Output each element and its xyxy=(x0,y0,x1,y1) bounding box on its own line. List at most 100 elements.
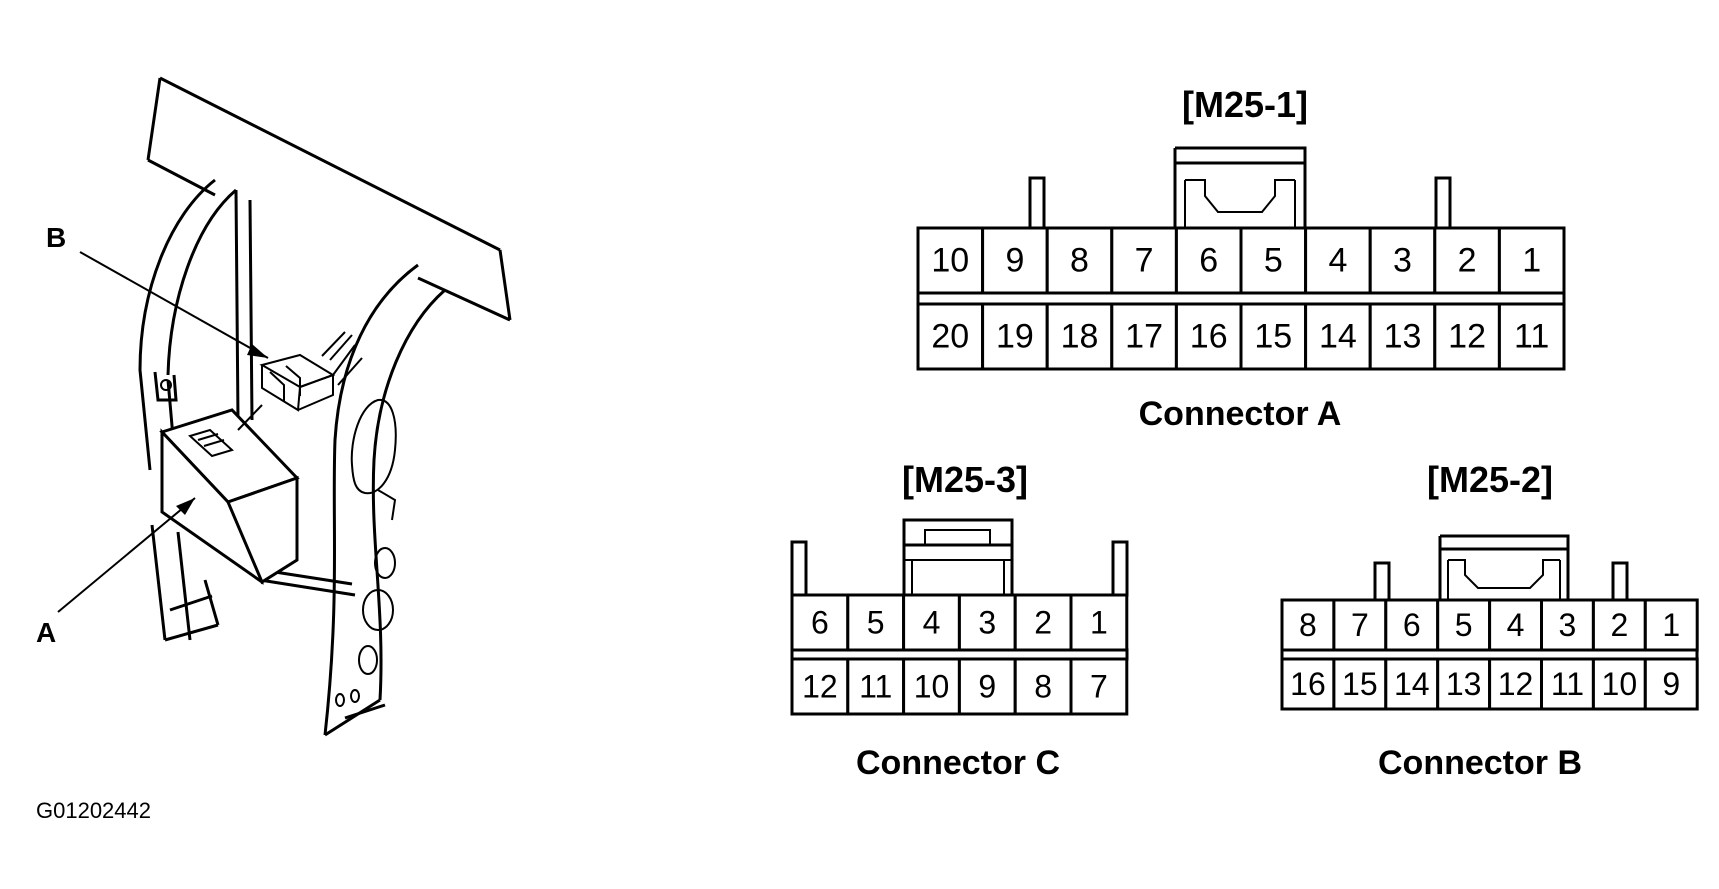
connector-b-pin-cavity: 6 xyxy=(1384,598,1440,652)
dash-beam xyxy=(146,76,512,322)
pin-number-label: 16 xyxy=(1190,318,1228,356)
pin-number-label: 1 xyxy=(1522,242,1541,280)
connector-a-pin-cavity: 15 xyxy=(1239,302,1308,371)
connector-c-pin-cavity: 10 xyxy=(902,657,961,716)
connector-a-pin-cavity: 19 xyxy=(981,302,1049,371)
pin-number-label: 2 xyxy=(1034,605,1052,641)
pin-cavity-box xyxy=(1368,226,1437,295)
pin-number-label: 7 xyxy=(1135,242,1154,280)
pin-number-label: 14 xyxy=(1394,666,1430,702)
connector-b-lock-post-left xyxy=(1373,561,1391,602)
pin-number-label: 12 xyxy=(1498,666,1534,702)
pin-number-label: 9 xyxy=(978,669,996,705)
connector-a-pin-cavity: 5 xyxy=(1239,226,1308,295)
pin-number-label: 17 xyxy=(1125,318,1163,356)
connector-b-header: [M25-2] xyxy=(1427,459,1553,500)
connector-a-pin-cavity: 16 xyxy=(1174,302,1243,371)
connector-c-pin-cavity: 5 xyxy=(846,593,906,652)
connector-b-pin-cavity: 12 xyxy=(1488,657,1543,711)
connector-c-pin-cavity: 9 xyxy=(957,657,1017,716)
pin-cavity-box xyxy=(1497,302,1566,371)
connector-c-lock-post-left xyxy=(790,540,808,597)
connector-a-lock-post-left xyxy=(1028,176,1046,230)
pin-number-label: 6 xyxy=(1403,607,1421,643)
connector-a-pin-cavity: 13 xyxy=(1368,302,1437,371)
pin-cavity-box xyxy=(957,657,1017,716)
pin-number-label: 9 xyxy=(1662,666,1680,702)
connector-c-pin-cavity: 4 xyxy=(902,593,961,652)
connector-b-pin-cavity: 11 xyxy=(1540,657,1595,711)
pin-number-label: 11 xyxy=(859,669,892,705)
mounting-tab xyxy=(153,371,178,402)
pin-number-label: 12 xyxy=(1448,318,1486,356)
connector-a-latch xyxy=(1173,146,1307,228)
pin-number-label: 2 xyxy=(1610,607,1628,643)
pin-number-label: 5 xyxy=(1455,607,1473,643)
connector-c-pin-cavity: 6 xyxy=(790,593,850,652)
callout-label-b: B xyxy=(46,222,66,253)
connector-a-pin-cavity: 9 xyxy=(981,226,1049,295)
pin-number-label: 2 xyxy=(1458,242,1477,280)
pin-number-label: 8 xyxy=(1070,242,1089,280)
pin-number-label: 13 xyxy=(1384,318,1422,356)
pin-number-label: 13 xyxy=(1446,666,1482,702)
pin-number-label: 11 xyxy=(1551,666,1584,702)
callout-label-a: A xyxy=(36,617,56,648)
component-location-drawing: B A xyxy=(36,76,512,737)
pin-number-label: 6 xyxy=(1199,242,1218,280)
pin-number-label: 14 xyxy=(1319,318,1357,356)
connector-a-caption: Connector A xyxy=(1139,395,1342,433)
connector-c-lock-post-right xyxy=(1111,540,1129,597)
right-pillar xyxy=(323,263,446,737)
pin-cavity-box xyxy=(1368,302,1437,371)
connector-b-pin-cavity: 4 xyxy=(1488,598,1543,652)
figure-id: G01202442 xyxy=(36,798,151,823)
connector-a-pin-cavity: 17 xyxy=(1110,302,1178,371)
side-panel xyxy=(138,178,254,471)
pin-number-label: 10 xyxy=(914,669,950,705)
pin-cavity-box xyxy=(1436,657,1492,711)
pin-number-label: 18 xyxy=(1061,318,1099,356)
connector-a-pin-cavity: 4 xyxy=(1304,226,1372,295)
connector-a-pin-cavity: 1 xyxy=(1497,226,1566,295)
pin-number-label: 4 xyxy=(923,605,941,641)
connector-c-pin-cavity: 12 xyxy=(790,657,850,716)
pin-number-label: 10 xyxy=(931,242,969,280)
pin-number-label: 8 xyxy=(1034,669,1052,705)
connector-a-pin-cavity: 8 xyxy=(1045,226,1114,295)
pin-cavity-box xyxy=(981,302,1049,371)
pin-number-label: 3 xyxy=(1393,242,1412,280)
pin-cavity-box xyxy=(1384,598,1440,652)
connector-a-pin-cavity: 11 xyxy=(1497,302,1566,371)
connector-a-pin-cavity: 14 xyxy=(1304,302,1372,371)
connector-c-pin-cavity: 11 xyxy=(846,657,906,716)
pin-number-label: 11 xyxy=(1514,318,1549,356)
pin-cavity-box xyxy=(1433,302,1501,371)
connector-a-lock-post-right xyxy=(1434,176,1452,230)
pin-number-label: 16 xyxy=(1290,666,1326,702)
connector-a-pin-cavity: 2 xyxy=(1433,226,1501,295)
pin-number-label: 10 xyxy=(1602,666,1638,702)
connector-c-pin-cavity: 1 xyxy=(1069,593,1129,652)
connector-b-latch xyxy=(1438,534,1570,600)
connector-a-pin-cavity: 7 xyxy=(1110,226,1178,295)
pin-number-label: 4 xyxy=(1507,607,1525,643)
connector-c-latch xyxy=(902,518,1014,597)
connector-c-pin-cavity: 8 xyxy=(1013,657,1073,716)
pin-cavity-box xyxy=(916,302,985,371)
connector-a-header: [M25-1] xyxy=(1182,84,1308,125)
control-module-a xyxy=(159,408,300,585)
connector-c-pin-cavity: 2 xyxy=(1013,593,1073,652)
pin-number-label: 1 xyxy=(1090,605,1108,641)
connector-a-pin-cavity: 10 xyxy=(916,226,985,295)
pin-number-label: 7 xyxy=(1090,669,1108,705)
connector-b-pin-cavity: 13 xyxy=(1436,657,1492,711)
pin-number-label: 3 xyxy=(978,605,996,641)
